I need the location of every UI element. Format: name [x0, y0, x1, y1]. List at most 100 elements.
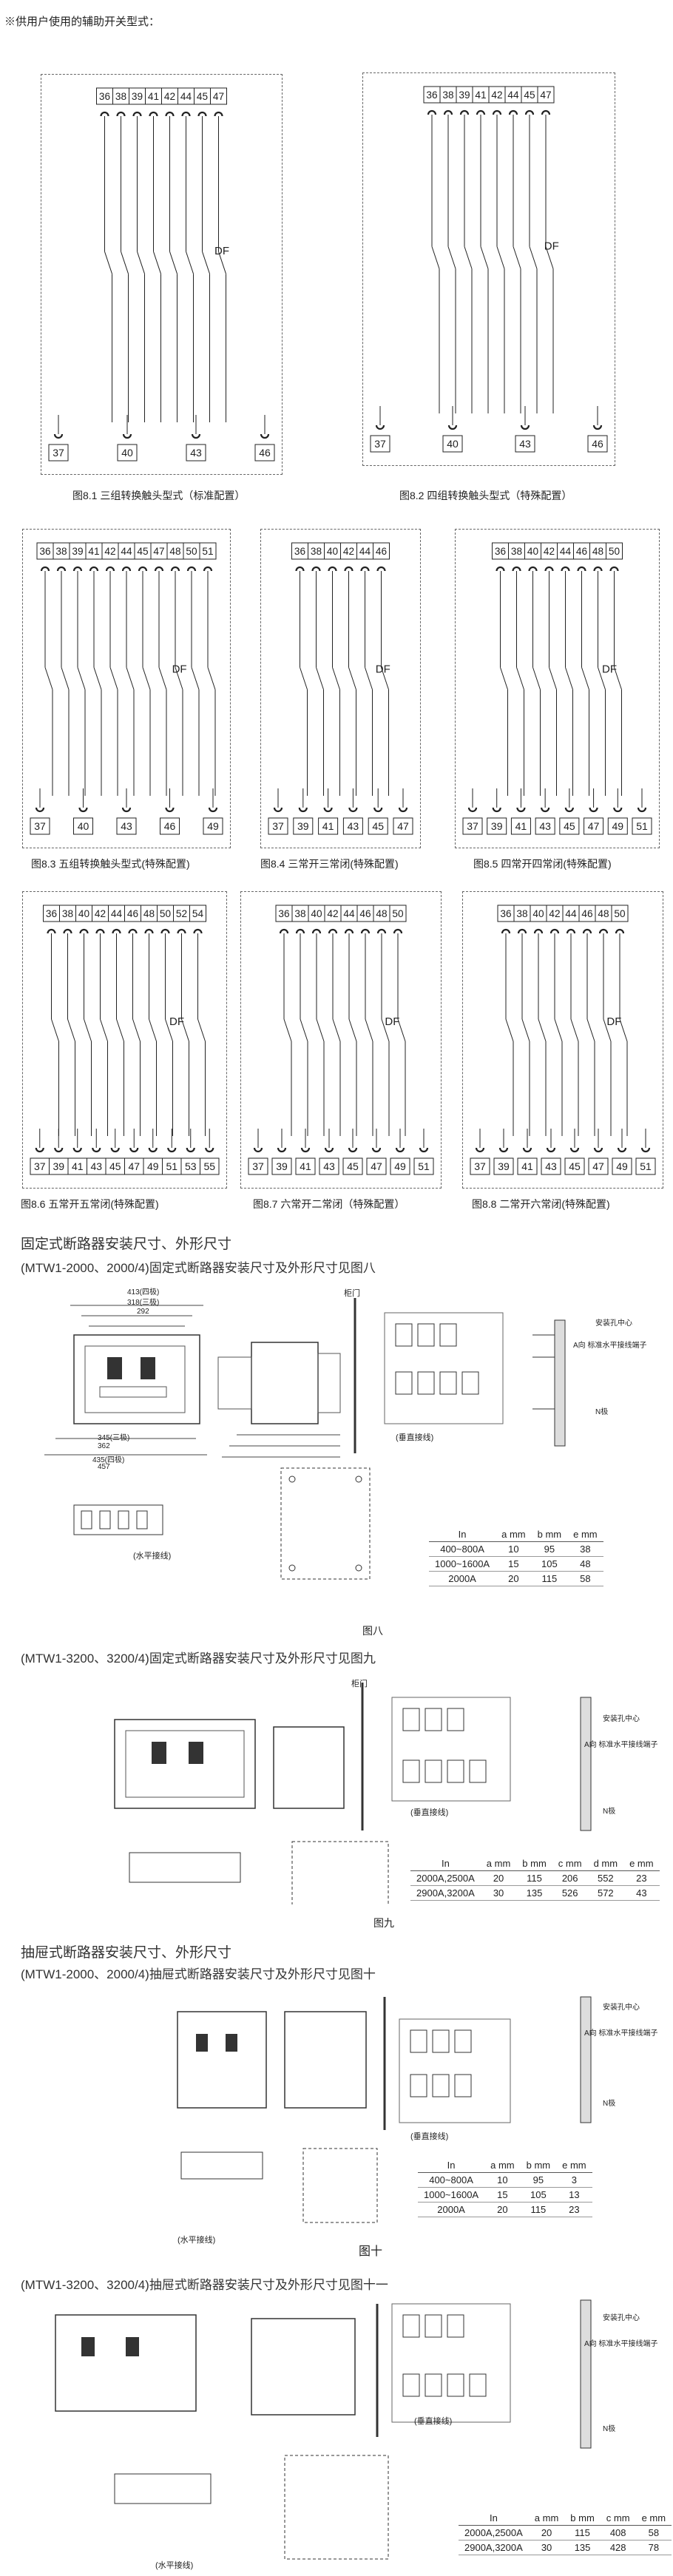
terminal-bottom-label: 39 [498, 1160, 510, 1172]
terminal-bottom-label: 46 [592, 438, 603, 450]
terminal-top-label: 40 [532, 908, 544, 919]
terminal-bottom-label: 49 [612, 820, 623, 832]
contact-arc [566, 928, 576, 934]
fig9-title: (MTW1-3200、3200/4)固定式断路器安装尺寸及外形尺寸见图九 [21, 1652, 376, 1666]
fig8-dim-4: 345(三极) [98, 1434, 130, 1442]
contact-arc [167, 1147, 177, 1153]
terminal-bottom [186, 444, 206, 462]
fig9-label: 图九 [373, 1917, 394, 1929]
terminal-bottom-label: 45 [564, 820, 575, 832]
contact-switch [570, 1018, 579, 1042]
terminal-bottom-label: 40 [447, 438, 459, 450]
terminal-bottom [635, 1157, 656, 1175]
terminal-bottom [487, 817, 507, 835]
terminal-top-label: 38 [442, 89, 453, 101]
terminal-top [189, 905, 206, 922]
table-header: In [429, 1527, 496, 1542]
terminal-top-label: 44 [343, 908, 355, 919]
contact-arc [149, 111, 158, 117]
terminal-bottom-label: 43 [545, 1160, 557, 1172]
contact-arc [160, 928, 170, 934]
contact-switch [153, 251, 161, 274]
contact-switch [109, 667, 118, 690]
contact-arc [344, 928, 354, 934]
contact-switch [447, 246, 456, 269]
terminal-top [537, 86, 555, 104]
contact-switch [77, 667, 86, 690]
fig11-horizontal-label: (水平接线) [155, 2561, 194, 2570]
contact-arc [517, 928, 527, 934]
fig8-front-view [44, 1305, 207, 1456]
contact-arc [40, 566, 50, 572]
contact-arc [512, 566, 521, 572]
contact-switch [316, 1018, 325, 1042]
table-header: b mm [564, 2511, 601, 2526]
terminal-bottom-label: 49 [616, 1160, 628, 1172]
terminal-top-label: 42 [491, 89, 502, 101]
contact-arc [300, 1147, 311, 1153]
contact-arc [592, 425, 603, 430]
contact-arc [427, 109, 437, 115]
contact-arc [186, 566, 197, 572]
contact-switch [116, 1018, 124, 1042]
contact-arc [54, 1147, 64, 1153]
terminal-bottom-label: 37 [467, 820, 478, 832]
terminal-bottom-label: 41 [300, 1160, 311, 1172]
contact-arc [165, 807, 175, 813]
fig9-center-label: 安装孔中心 [603, 1715, 640, 1723]
contact-switch [44, 667, 53, 690]
contact-switch [464, 246, 473, 269]
terminal-bottom-label: 37 [34, 820, 46, 832]
contact-arc [277, 1147, 287, 1153]
contact-arc [393, 928, 403, 934]
contact-arc [193, 928, 203, 934]
fig8-terminal-vertical [384, 1312, 504, 1424]
fig8-dim-3: 292 [137, 1308, 149, 1316]
fig11-drawings [55, 2299, 592, 2560]
terminal-top-label: 42 [549, 908, 560, 919]
terminal-bottom-label: 49 [394, 1160, 406, 1172]
terminal-top-label: 48 [592, 546, 603, 557]
terminal-bottom-label: 45 [372, 820, 384, 832]
contact-switch [158, 667, 167, 690]
diagram-caption-1: 图8.1 三组转换触头型式（标准配置） [72, 490, 246, 501]
terminal-bottom [200, 1157, 220, 1175]
fig8-dim-2: 318(三极) [127, 1299, 160, 1307]
terminal-bottom [248, 1157, 268, 1175]
contact-switch [51, 1018, 59, 1042]
contact-arc [615, 928, 625, 934]
contact-arc [476, 109, 486, 115]
contact-arc [56, 566, 67, 572]
contact-arc [72, 566, 83, 572]
contact-switch [126, 667, 135, 690]
contact-arc [376, 566, 386, 572]
terminal-bottom-label: 46 [259, 447, 271, 459]
diagram-caption-7: 图8.7 六常开二常闭（特殊配置） [253, 1198, 405, 1210]
contact-switch [381, 667, 389, 690]
terminal-top-label: 36 [495, 546, 506, 557]
fig10-title: (MTW1-2000、2000/4)抽屉式断路器安装尺寸及外形尺寸见图十 [21, 1967, 376, 1981]
df-label: DF [169, 1015, 184, 1028]
contact-arc [260, 433, 270, 439]
terminal-bottom-label: 45 [347, 1160, 359, 1172]
terminal-top-label: 39 [459, 89, 470, 101]
contact-arc [524, 109, 535, 115]
fig9-terminal-label: A向 标准水平接线端子 [584, 1741, 658, 1749]
terminal-bottom [160, 817, 180, 835]
terminal-top [606, 542, 623, 560]
contact-arc [637, 807, 647, 813]
contact-arc [78, 807, 88, 813]
terminal-top-label: 44 [180, 91, 192, 102]
contact-arc [95, 928, 105, 934]
terminal-bottom-label: 37 [474, 1160, 486, 1172]
terminal-bottom [517, 1157, 538, 1175]
contact-switch [554, 1018, 563, 1042]
contact-switch [348, 667, 356, 690]
